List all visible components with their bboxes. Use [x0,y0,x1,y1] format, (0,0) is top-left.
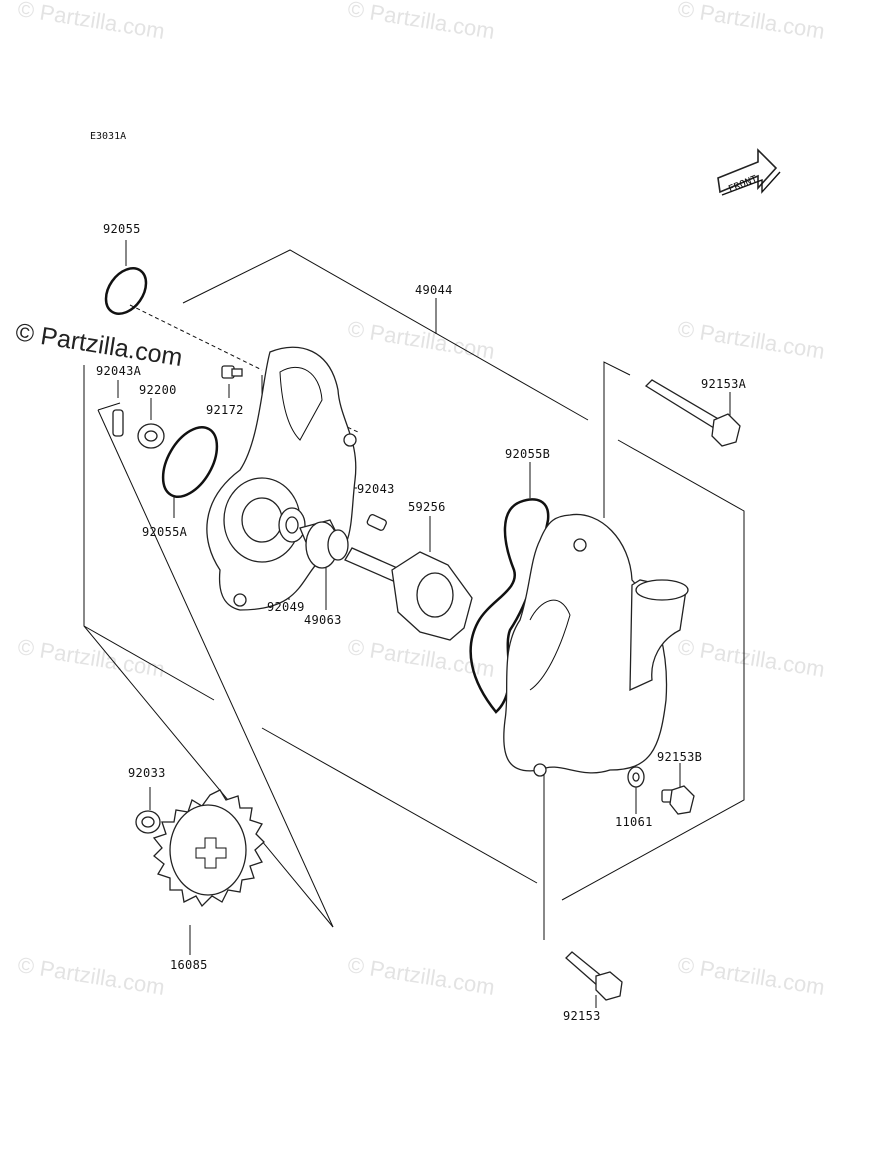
dowel-pin-92043a [112,409,124,437]
o-ring-92055a [161,426,219,498]
part-label-92153a[interactable]: 92153A [701,377,747,391]
part-label-92153[interactable]: 92153 [563,1009,601,1023]
bolt-92172 [221,365,243,379]
part-label-49044[interactable]: 49044 [415,283,453,297]
gear-16085 [152,789,265,908]
diagram-code: E3031A [90,131,127,142]
part-label-92049[interactable]: 92049 [267,600,305,614]
bolt-92153b [661,785,695,815]
part-label-49063[interactable]: 49063 [304,613,342,627]
part-label-92043[interactable]: 92043 [357,482,395,496]
part-label-92033[interactable]: 92033 [128,766,166,780]
impeller-59256 [344,547,473,641]
assembly-outline-49044 [83,249,589,928]
washer-11061 [627,766,645,788]
part-label-92200[interactable]: 92200 [139,383,177,397]
part-label-92043a[interactable]: 92043A [96,364,142,378]
bolt-92153a [644,379,741,447]
mechanical-seal-49063 [299,519,349,569]
part-label-92055[interactable]: 92055 [103,222,141,236]
washer-92200 [137,423,165,449]
seal-92049 [278,507,306,543]
part-label-16085[interactable]: 16085 [170,958,208,972]
assembly-outline-right [261,361,745,901]
front-arrow-icon [717,148,781,196]
bolt-92153 [565,951,623,1001]
part-label-92055a[interactable]: 92055A [142,525,188,539]
pin-92043 [366,514,387,531]
circlip-92055 [104,267,148,315]
part-label-92055b[interactable]: 92055B [505,447,551,461]
part-label-92172[interactable]: 92172 [206,403,244,417]
circlip-92033 [135,810,161,834]
part-label-92153b[interactable]: 92153B [657,750,703,764]
part-label-59256[interactable]: 59256 [408,500,446,514]
part-label-11061[interactable]: 11061 [615,815,653,829]
pump-housing-right [503,513,689,777]
